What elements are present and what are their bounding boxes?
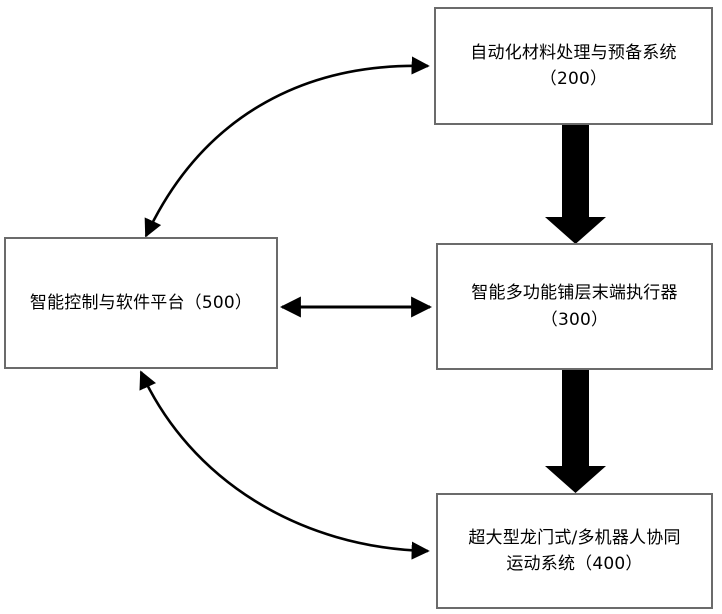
edge-200-300 — [545, 125, 606, 244]
edge-300-400 — [545, 370, 606, 493]
node-intelligent-end-effector[interactable]: 智能多功能铺层末端执行器 （300） — [436, 243, 713, 370]
node-automated-material-handling[interactable]: 自动化材料处理与预备系统 （200） — [434, 7, 713, 125]
node-label-500: 智能控制与软件平台（500） — [29, 292, 253, 313]
node-control-software-platform[interactable]: 智能控制与软件平台（500） — [4, 237, 278, 369]
node-label-300: 智能多功能铺层末端执行器 （300） — [471, 283, 678, 330]
node-label-400: 超大型龙门式/多机器人协同 运动系统（400） — [468, 527, 681, 574]
edge-500-200 — [144, 56, 430, 238]
node-label-200: 自动化材料处理与预备系统 （200） — [470, 42, 677, 89]
edge-500-400 — [139, 370, 430, 560]
node-gantry-multi-robot-motion[interactable]: 超大型龙门式/多机器人协同 运动系统（400） — [436, 493, 713, 609]
